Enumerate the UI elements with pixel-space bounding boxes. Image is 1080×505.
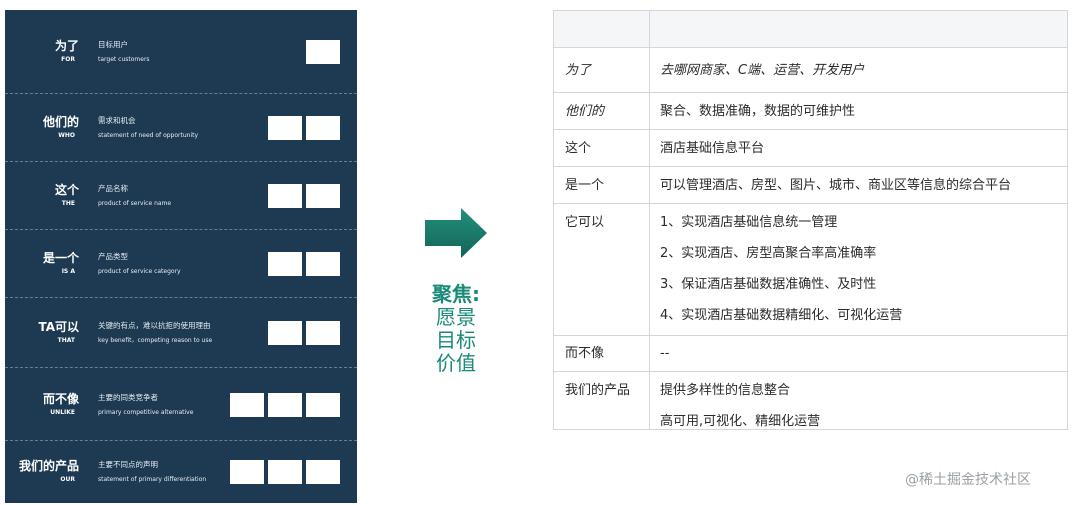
template-row-description: statement of need of opportunity <box>98 132 199 139</box>
focus-title: 聚焦: <box>432 282 480 306</box>
template-row-title: 我们的产品 <box>18 459 79 473</box>
template-row: 是一个 IS A 产品类型 product of service category <box>5 230 357 298</box>
template-row: 他们的 WHO 需求和机会 statement of need of opportun… <box>5 94 357 162</box>
blank-fill-box <box>268 392 302 417</box>
template-row: 为了 FOR 目标用户 target customers <box>5 10 357 94</box>
template-row-keyword: UNLIKE <box>50 408 75 416</box>
template-row-hint: 目标用户 <box>98 40 128 49</box>
template-row-description: product of service category <box>98 268 181 275</box>
template-row-description: target customers <box>98 56 150 63</box>
table-row-value: 酒店基础信息平台 <box>660 140 765 156</box>
table-row-value: 4、实现酒店基础数据精细化、可视化运营 <box>660 308 903 323</box>
blank-fill-box <box>306 252 340 276</box>
blank-fill-box <box>306 460 340 484</box>
table-row: 这个 酒店基础信息平台 <box>554 130 1067 167</box>
template-row-title: TA可以 <box>38 320 79 334</box>
table-row-value: 提供多样性的信息整合 <box>660 383 791 398</box>
template-row-description: statement of primary differentiation <box>98 476 207 483</box>
table-row: 他们的 聚合、数据准确，数据的可维护性 <box>554 93 1067 130</box>
focus-label: 聚焦: 愿景 目标 价值 <box>418 283 494 375</box>
template-row-title: 这个 <box>54 183 79 197</box>
table-row-value: 2、实现酒店、房型高聚合率高准确率 <box>660 246 877 261</box>
table-row-value: 聚合、数据准确，数据的可维护性 <box>660 103 856 119</box>
template-row: 这个 THE 产品名称 product of service name <box>5 162 357 230</box>
blank-fill-box <box>306 184 340 208</box>
blank-fill-box <box>268 252 302 276</box>
table-row-label: 为了 <box>565 62 592 78</box>
blank-fill-box <box>306 392 340 417</box>
template-row-keyword: THAT <box>57 337 75 344</box>
template-row-title: 为了 <box>54 39 79 53</box>
blank-fill-box <box>306 116 340 140</box>
blank-fill-box <box>306 321 340 345</box>
table-row-label: 我们的产品 <box>565 383 631 398</box>
table-row-value: 1、实现酒店基础信息统一管理 <box>660 215 838 230</box>
positioning-table: 为了 去哪网商家、C端、运营、开发用户他们的 聚合、数据准确，数据的可维护性这个 酒店… <box>553 10 1068 430</box>
table-row-value: 可以管理酒店、房型、图片、城市、商业区等信息的综合平台 <box>660 177 1012 193</box>
template-row-hint: 关键的有点，难以抗拒的使用理由 <box>98 321 211 330</box>
template-row-keyword: IS A <box>61 268 75 275</box>
right-arrow-icon <box>425 208 487 258</box>
template-row-keyword: OUR <box>60 476 75 483</box>
table-row: 为了 去哪网商家、C端、运营、开发用户 <box>554 48 1067 93</box>
blank-fill-box <box>230 460 264 484</box>
blank-fill-box <box>268 460 302 484</box>
table-row-value: 3、保证酒店基础数据准确性、及时性 <box>660 277 877 292</box>
table-row-value: 高可用,可视化、精细化运营 <box>660 414 821 429</box>
template-row: TA可以 THAT 关键的有点，难以抗拒的使用理由 key benefit，compe… <box>5 298 357 368</box>
template-row-title: 他们的 <box>42 115 79 129</box>
positioning-template-panel: 为了 FOR 目标用户 target customers 他们的 WHO 需求和机会 stat… <box>5 10 357 503</box>
table-row-label: 他们的 <box>565 103 605 119</box>
table-column-divider <box>649 11 650 429</box>
template-row-title: 而不像 <box>42 391 79 406</box>
template-row-hint: 产品名称 <box>98 184 128 193</box>
blank-fill-box <box>230 392 264 417</box>
blank-fill-box <box>268 184 302 208</box>
table-row: 我们的产品 提供多样性的信息整合高可用,可视化、精细化运营 <box>554 372 1067 429</box>
table-row-label: 而不像 <box>565 346 605 361</box>
template-row-keyword: FOR <box>61 56 75 63</box>
template-row-hint: 产品类型 <box>98 252 128 261</box>
table-row-label: 它可以 <box>565 215 605 230</box>
template-row-hint: 主要的同类竞争者 <box>98 392 158 402</box>
table-header-row <box>554 11 1067 48</box>
blank-fill-box <box>306 40 340 64</box>
template-row: 我们的产品 OUR 主要不同点的声明 statement of primary dif… <box>5 441 357 503</box>
template-row: 而不像 UNLIKE 主要的同类竞争者 primary competitive alt… <box>5 368 357 441</box>
template-row-hint: 主要不同点的声明 <box>98 460 158 469</box>
template-row-hint: 需求和机会 <box>98 116 136 125</box>
template-row-title: 是一个 <box>42 251 79 265</box>
table-row-value: 去哪网商家、C端、运营、开发用户 <box>660 62 865 78</box>
watermark: @稀土掘金技术社区 <box>905 472 1031 488</box>
template-row-keyword: WHO <box>58 132 75 139</box>
focus-line: 目标 <box>436 328 476 352</box>
table-row: 是一个 可以管理酒店、房型、图片、城市、商业区等信息的综合平台 <box>554 167 1067 204</box>
template-row-description: key benefit，competing reason to use <box>98 337 213 344</box>
focus-line: 价值 <box>436 351 476 375</box>
table-row: 它可以 1、实现酒店基础信息统一管理 2、实现酒店、房型高聚合率高准确率 3、保证酒店… <box>554 204 1067 336</box>
table-row-label: 是一个 <box>565 177 605 193</box>
table-row-label: 这个 <box>565 140 592 156</box>
blank-fill-box <box>268 116 302 140</box>
template-row-description: primary competitive alternative <box>98 408 194 416</box>
focus-line: 愿景 <box>436 305 476 329</box>
table-row-value: -- <box>660 346 670 361</box>
blank-fill-box <box>268 321 302 345</box>
template-row-keyword: THE <box>61 200 75 207</box>
table-row: 而不像 -- <box>554 336 1067 372</box>
template-row-description: product of service name <box>98 200 172 207</box>
